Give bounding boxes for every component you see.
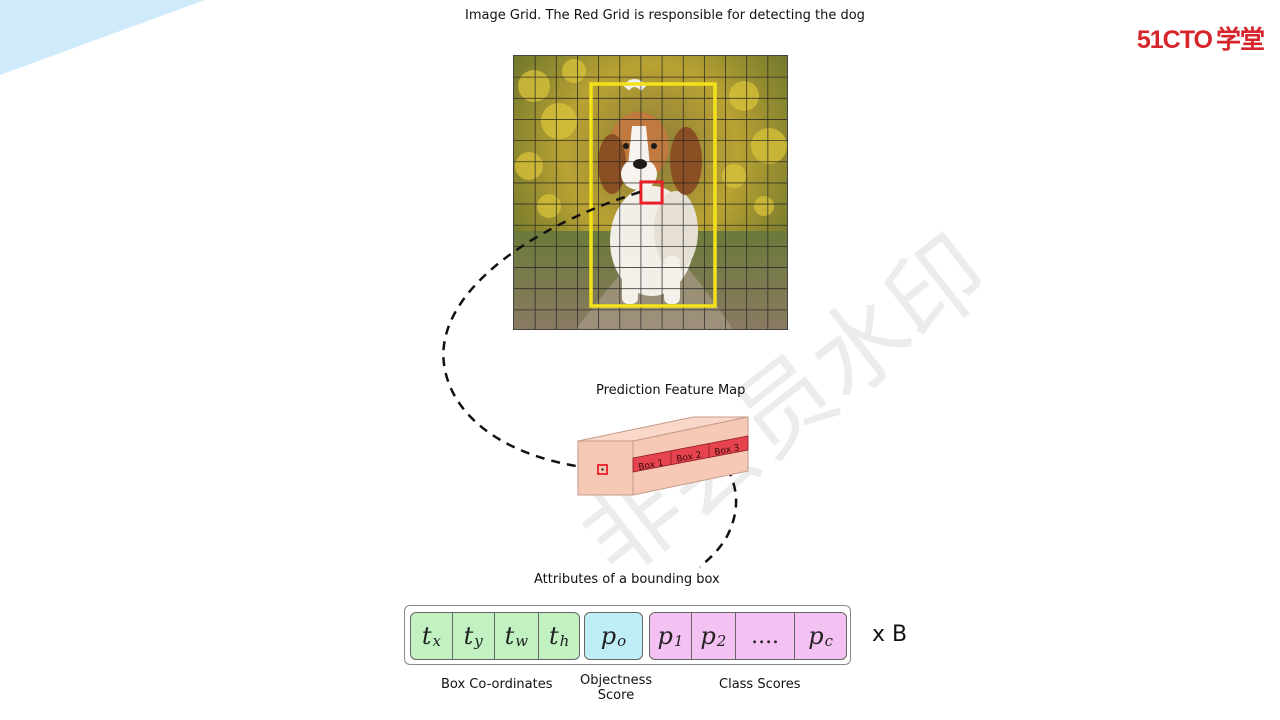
bounding-box [589,82,717,308]
page-title: Image Grid. The Red Grid is responsible … [465,8,865,23]
objectness-label: Objectness Score [580,673,652,703]
attributes-label: Attributes of a bounding box [534,572,720,587]
dog-image-grid [513,55,788,330]
feature-map-cuboid: Box 1 Box 2 Box 3 [577,416,749,496]
dashed-connector-grid [442,190,641,471]
feature-map-label: Prediction Feature Map [596,383,746,398]
box-coordinates-label: Box Co-ordinates [441,677,553,692]
corner-decoration [0,0,205,75]
ellipsis-cell: .... [736,613,796,659]
box-1-label: Box 1 [638,458,665,473]
class-scores-label: Class Scores [719,677,801,692]
logo-text-cn: 学堂 [1215,26,1265,54]
feature-map-cell [597,464,608,475]
objectness-label-line1: Objectness [580,673,653,688]
logo-text: 51CTO [1136,26,1213,54]
box-3-label: Box 3 [714,443,741,458]
multiplier-label: x B [872,622,908,647]
red-grid-cell [639,180,664,205]
box-strip [632,435,749,473]
objectness-label-line2: Score [597,688,635,703]
dog-illustration [514,56,787,329]
box-2-label: Box 2 [676,450,703,465]
